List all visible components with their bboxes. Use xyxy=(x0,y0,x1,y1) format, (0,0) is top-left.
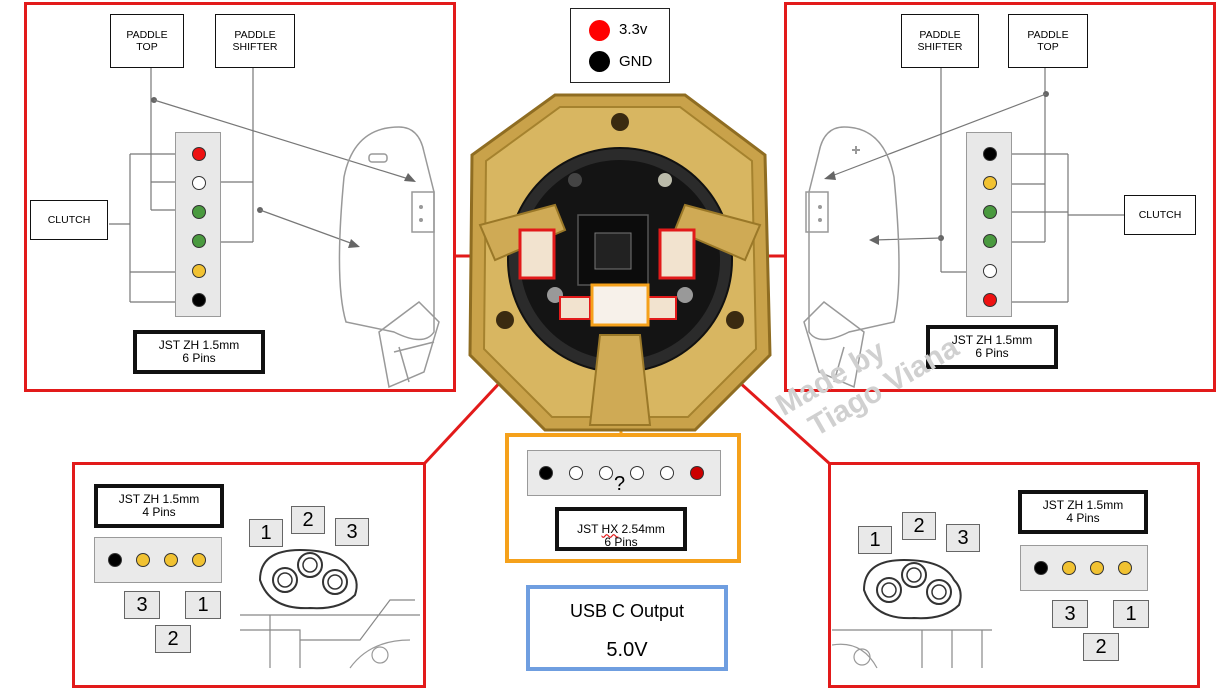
center-connector-panel xyxy=(505,433,741,563)
pin-3 xyxy=(983,205,997,219)
pin-3 xyxy=(1090,561,1104,575)
bottom-left-connector-drawing xyxy=(240,548,420,669)
right-6pin-strip xyxy=(966,132,1012,317)
pin-6 xyxy=(983,293,997,307)
bottom-left-top-num-3: 3 xyxy=(335,518,369,546)
center-connector-label-line2: 6 Pins xyxy=(604,534,638,549)
label-paddle-top: PADDLE TOP xyxy=(110,14,184,68)
pin-5 xyxy=(192,264,206,278)
bottom-right-num-1: 1 xyxy=(1113,600,1149,628)
legend-label-gnd: GND xyxy=(619,53,653,70)
bottom-left-top-num-2: 2 xyxy=(291,506,325,534)
screw-hole xyxy=(496,311,514,329)
label-paddle-top-right: PADDLE TOP xyxy=(1008,14,1088,68)
bottom-right-num-3: 3 xyxy=(1052,600,1088,628)
bottom-left-connector-label: JST ZH 1.5mm 4 Pins xyxy=(94,484,224,528)
pin-5 xyxy=(660,466,674,480)
controller-board-image xyxy=(468,93,772,432)
bottom-right-4pin-strip xyxy=(1020,545,1148,591)
bottom-right-top-num-2: 2 xyxy=(902,512,936,540)
center-6pin-strip: ? xyxy=(527,450,721,496)
center-connector-label: JST HX 2.54mm 6 Pins xyxy=(555,507,687,551)
pin-3 xyxy=(164,553,178,567)
pin-2 xyxy=(136,553,150,567)
usb-output-voltage: 5.0V xyxy=(606,639,648,661)
pin-4 xyxy=(192,553,206,567)
bottom-left-num-1: 1 xyxy=(185,591,221,619)
right-connector-label: JST ZH 1.5mm 6 Pins xyxy=(926,325,1058,369)
label-paddle-shifter: PADDLE SHIFTER xyxy=(215,14,295,68)
bottom-left-top-num-1: 1 xyxy=(249,519,283,547)
pin-2 xyxy=(983,176,997,190)
usb-output-panel: USB C Output 5.0V xyxy=(526,585,728,671)
label-clutch: CLUTCH xyxy=(30,200,108,240)
bottom-right-top-num-1: 1 xyxy=(858,526,892,554)
legend-dot-gnd xyxy=(589,51,610,72)
pin-1 xyxy=(1034,561,1048,575)
pin-3 xyxy=(599,466,613,480)
bottom-left-num-2: 2 xyxy=(155,625,191,653)
pin-6 xyxy=(690,466,704,480)
unknown-pin-marker: ? xyxy=(614,473,626,495)
center-label-prefix: JST xyxy=(577,521,602,536)
bottom-left-num-3: 3 xyxy=(124,591,160,619)
pin-2 xyxy=(1062,561,1076,575)
pin-1 xyxy=(192,147,206,161)
bottom-right-connector-drawing xyxy=(832,558,992,669)
center-connector-label-line1: JST HX 2.54mm xyxy=(577,510,665,536)
pin-2 xyxy=(192,176,206,190)
screw-hole xyxy=(726,311,744,329)
left-connector-label: JST ZH 1.5mm 6 Pins xyxy=(133,330,265,374)
right-paddle-panel xyxy=(784,2,1216,392)
pin-3 xyxy=(192,205,206,219)
bottom-right-panel xyxy=(828,462,1200,688)
right-wiring-lines xyxy=(803,68,1124,389)
pin-5 xyxy=(983,264,997,278)
legend-box: 3.3v GND xyxy=(570,8,670,83)
left-6pin-strip xyxy=(175,132,221,317)
bottom-right-connector-label: JST ZH 1.5mm 4 Pins xyxy=(1018,490,1148,534)
pin-4 xyxy=(630,466,644,480)
screw-hole xyxy=(611,113,629,131)
bottom-left-4pin-strip xyxy=(94,537,222,583)
center-label-hx: HX xyxy=(601,521,619,536)
usb-output-title: USB C Output xyxy=(569,601,685,621)
left-paddle-panel xyxy=(24,2,456,392)
pin-1 xyxy=(539,466,553,480)
pin-2 xyxy=(569,466,583,480)
pin-1 xyxy=(983,147,997,161)
label-clutch-right: CLUTCH xyxy=(1124,195,1196,235)
label-paddle-shifter-right: PADDLE SHIFTER xyxy=(901,14,979,68)
legend-label-3v3: 3.3v xyxy=(619,21,648,38)
pin-4 xyxy=(1118,561,1132,575)
pin-4 xyxy=(983,234,997,248)
pin-6 xyxy=(192,293,206,307)
legend-dot-3v3 xyxy=(589,20,610,41)
pin-4 xyxy=(192,234,206,248)
bottom-right-num-2: 2 xyxy=(1083,633,1119,661)
bottom-left-panel xyxy=(72,462,426,688)
bottom-right-top-num-3: 3 xyxy=(946,524,980,552)
center-label-suffix: 2.54mm xyxy=(618,521,665,536)
pin-1 xyxy=(108,553,122,567)
